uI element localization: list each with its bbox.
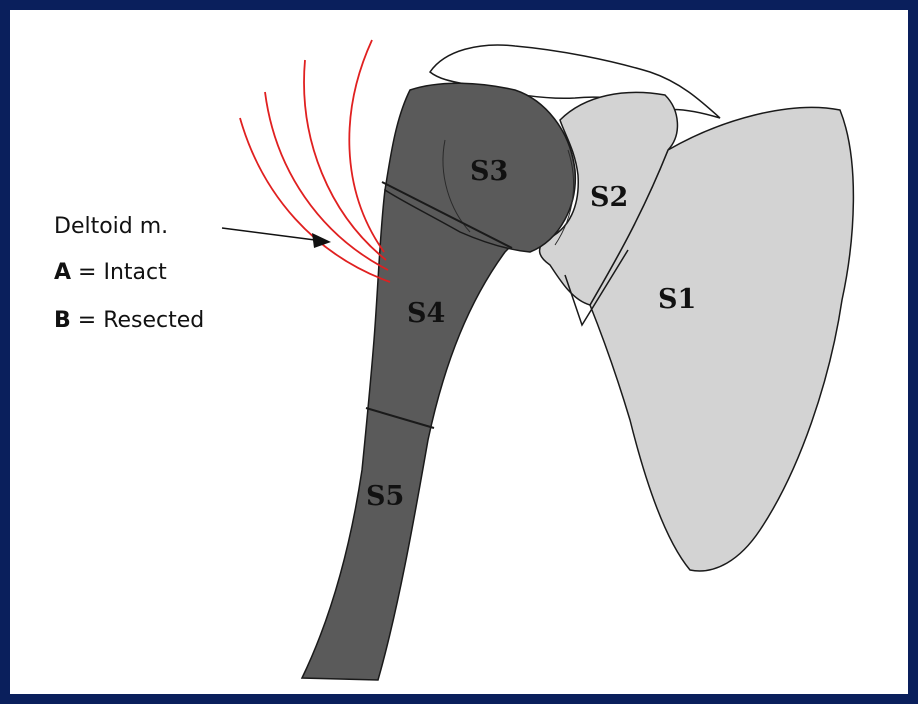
legend-resected-key: B — [54, 308, 71, 333]
legend-resected-text: = Resected — [78, 308, 204, 333]
segment-label-s5: S5 — [366, 481, 404, 512]
legend-intact-key: A — [54, 260, 71, 285]
deltoid-pointer-arrowhead — [312, 233, 331, 248]
segment-label-s2: S2 — [590, 182, 628, 213]
humerus-shaft — [302, 190, 512, 680]
segment-label-s3: S3 — [470, 156, 508, 187]
legend-resected: B = Resected — [54, 310, 204, 332]
legend-deltoid: Deltoid m. — [54, 216, 168, 238]
segment-label-s4: S4 — [407, 298, 445, 329]
deltoid-line-3 — [304, 60, 386, 260]
deltoid-pointer-line — [222, 228, 315, 240]
deltoid-line-4 — [349, 40, 384, 252]
segment-label-s1: S1 — [658, 284, 696, 315]
legend-intact: A = Intact — [54, 262, 167, 284]
legend-intact-text: = Intact — [78, 260, 167, 285]
